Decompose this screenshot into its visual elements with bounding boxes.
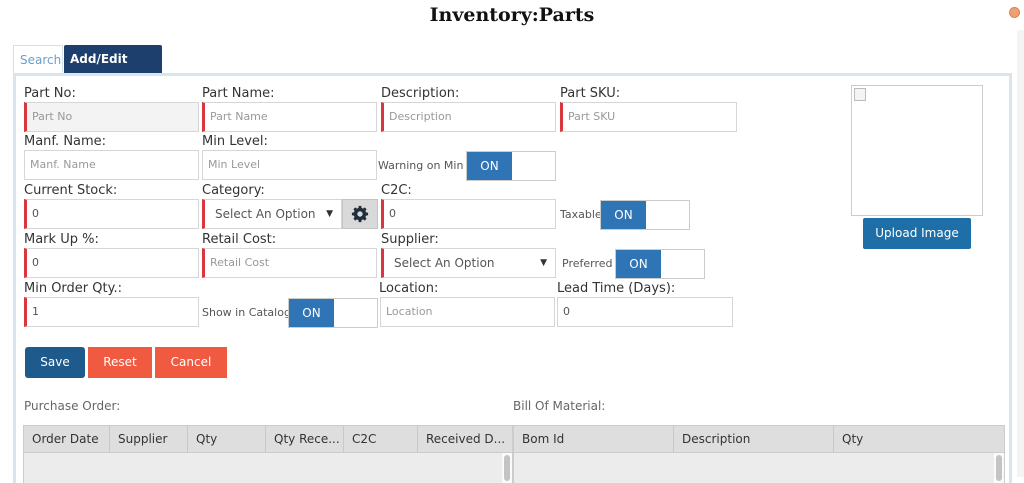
purchase-order-title: Purchase Order: [24,399,121,413]
c2c-input[interactable]: 0 [381,199,556,229]
dropdown-caret-icon: ▼ [540,258,547,268]
location-label: Location: [379,281,439,296]
manf-name-label: Manf. Name: [24,134,107,149]
current-stock-input[interactable]: 0 [24,199,199,229]
part-no-label: Part No: [24,86,76,101]
save-button[interactable]: Save [25,347,85,378]
page-title: Inventory:Parts [429,4,595,26]
supplier-label: Supplier: [381,232,439,247]
description-input[interactable]: Description [381,102,556,132]
column-header[interactable]: Qty [842,432,864,446]
column-header[interactable]: Order Date [24,426,110,452]
column-header[interactable]: C2C [344,426,418,452]
part-name-label: Part Name: [202,86,275,101]
page-scrollbar[interactable] [1017,30,1024,477]
purchase-order-grid-body [23,453,513,483]
c2c-label: C2C: [381,183,412,198]
supplier-selected-value: Select An Option [394,256,495,270]
preferred-label: Preferred [562,257,613,270]
show-in-catalog-toggle[interactable]: ON [288,298,378,328]
show-in-catalog-label: Show in Catalog [202,306,291,319]
description-label: Description: [381,86,460,101]
preferred-toggle[interactable]: ON [615,249,705,279]
column-header[interactable]: Bom Id [514,426,674,452]
column-header[interactable]: Qty Rece... [266,426,344,452]
form-panel [13,73,1012,483]
category-selected-value: Select An Option [215,207,316,221]
column-header[interactable]: Received D... [426,432,504,446]
category-settings-button[interactable] [342,199,378,229]
warning-on-min-label: Warning on Min [378,159,464,172]
part-image [851,85,983,216]
warning-on-min-toggle[interactable]: ON [466,151,556,181]
column-header[interactable]: Description [674,426,834,452]
current-stock-label: Current Stock: [24,183,118,198]
scrollbar[interactable] [994,453,1004,483]
scrollbar-thumb[interactable] [504,455,510,481]
close-dot-icon[interactable] [1009,7,1020,18]
bill-of-material-grid-body [513,453,1005,483]
manf-name-input[interactable]: Manf. Name [24,150,199,180]
dropdown-caret-icon: ▼ [326,209,333,219]
retail-cost-input[interactable]: Retail Cost [202,248,377,278]
tab-search[interactable]: Search [13,45,63,73]
scrollbar-thumb[interactable] [996,455,1002,481]
lead-time-label: Lead Time (Days): [557,281,676,296]
broken-image-icon [854,88,866,101]
category-select[interactable]: Select An Option ▼ [202,199,342,229]
tab-add-edit-parts[interactable]: Add/Edit Parts [64,45,162,94]
location-input[interactable]: Location [380,297,555,327]
taxable-toggle[interactable]: ON [600,200,690,230]
part-sku-label: Part SKU: [560,86,621,101]
toggle-on-label: ON [467,152,512,180]
cancel-button[interactable]: Cancel [155,347,227,378]
upload-image-button[interactable]: Upload Image [863,218,971,249]
reset-button[interactable]: Reset [88,347,152,378]
gear-icon [351,205,369,223]
min-level-input[interactable]: Min Level [202,150,377,180]
supplier-select[interactable]: Select An Option ▼ [381,248,556,278]
bill-of-material-title: Bill Of Material: [513,399,606,413]
taxable-label: Taxable [560,208,602,221]
category-label: Category: [202,183,265,198]
part-no-input[interactable]: Part No [24,102,199,132]
column-header[interactable]: Qty [188,426,266,452]
toggle-on-label: ON [616,250,661,278]
column-header[interactable]: Supplier [110,426,188,452]
toggle-on-label: ON [601,201,646,229]
min-order-qty-input[interactable]: 1 [24,297,199,327]
part-sku-input[interactable]: Part SKU [560,102,737,132]
bill-of-material-grid-header: Bom Id Description Qty [513,425,1005,453]
mark-up-input[interactable]: 0 [24,248,199,278]
lead-time-input[interactable]: 0 [557,297,733,327]
min-order-qty-label: Min Order Qty.: [24,281,122,296]
toggle-on-label: ON [289,299,334,327]
mark-up-label: Mark Up %: [24,232,99,247]
purchase-order-grid-header: Order Date Supplier Qty Qty Rece... C2C … [23,425,513,453]
retail-cost-label: Retail Cost: [202,232,277,247]
min-level-label: Min Level: [202,134,268,149]
scrollbar[interactable] [502,453,512,483]
part-name-input[interactable]: Part Name [202,102,377,132]
